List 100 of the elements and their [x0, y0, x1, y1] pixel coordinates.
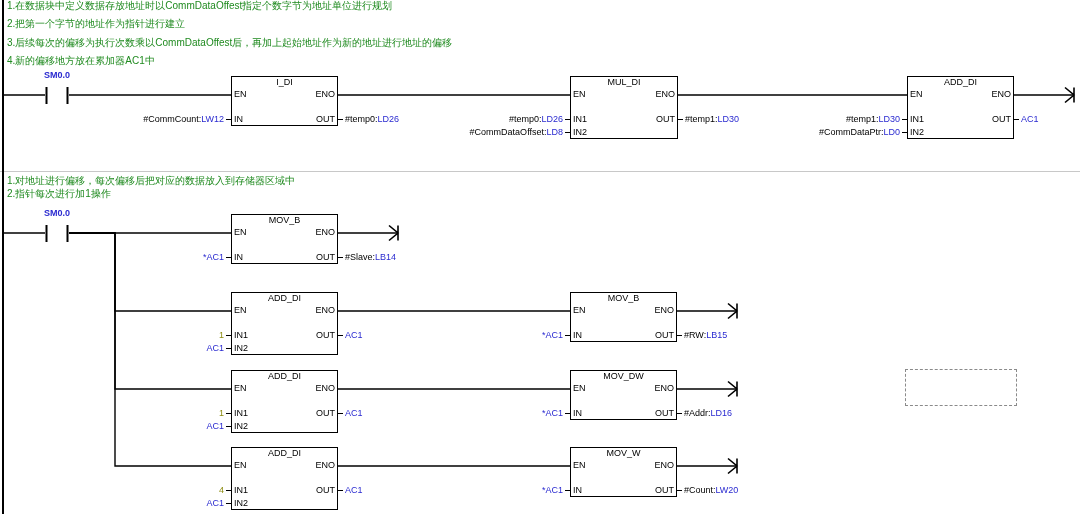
function-block	[907, 76, 1014, 139]
operand-label: *AC1	[542, 485, 570, 496]
pin-label: EN	[573, 383, 586, 394]
pin-label: ENO	[991, 89, 1011, 100]
operand-label: #Addr:LD16	[677, 408, 733, 419]
block-title: MOV_DW	[602, 371, 645, 382]
pin-label: OUT	[655, 485, 674, 496]
function-block	[231, 214, 338, 264]
operand-label: #RW:LB15	[677, 330, 728, 341]
pin-label: EN	[234, 460, 247, 471]
pin-label: OUT	[655, 408, 674, 419]
function-block	[570, 370, 677, 420]
pin-label: IN2	[234, 498, 248, 509]
pin-label: ENO	[654, 305, 674, 316]
network-comment: 3.后续每次的偏移为执行次数乘以CommDataOffest后，再加上起始地址作为新的地址进行地址的偏移	[7, 37, 453, 49]
function-block	[231, 292, 338, 355]
network-comment: 4.新的偏移地方放在累加器AC1中	[7, 55, 155, 67]
operand-label: *AC1	[203, 252, 231, 263]
wire	[676, 457, 738, 475]
function-block	[231, 370, 338, 433]
block-title: ADD_DI	[267, 371, 302, 382]
pin-label: OUT	[316, 485, 335, 496]
operand-label: #temp0:LD26	[338, 114, 400, 125]
operand-label: #temp1:LD30	[845, 114, 907, 125]
operand-label: 1	[219, 330, 231, 341]
pin-label: IN1	[234, 408, 248, 419]
pin-label: OUT	[992, 114, 1011, 125]
pin-label: EN	[573, 89, 586, 100]
operand-label: AC1	[206, 343, 231, 354]
operand-label: AC1	[338, 485, 363, 496]
pin-label: EN	[234, 383, 247, 394]
block-title: MOV_B	[606, 293, 641, 304]
operand-label: #temp0:LD26	[508, 114, 570, 125]
block-title: MOV_W	[605, 448, 642, 459]
pin-label: ENO	[315, 460, 335, 471]
block-title: MOV_B	[267, 215, 302, 226]
pin-label: IN1	[234, 485, 248, 496]
pin-label: EN	[234, 89, 247, 100]
pin-label: IN	[573, 408, 582, 419]
pin-label: OUT	[655, 330, 674, 341]
pin-label: IN	[573, 330, 582, 341]
pin-label: EN	[234, 305, 247, 316]
pin-label: ENO	[654, 383, 674, 394]
network-comment: 1.对地址进行偏移，每次偏移后把对应的数据放入到存储器区域中	[7, 175, 296, 187]
block-title: ADD_DI	[267, 293, 302, 304]
operand-label: *AC1	[542, 408, 570, 419]
pin-label: EN	[910, 89, 923, 100]
wire	[676, 380, 738, 398]
operand-label: #CommDataPtr:LD0	[818, 127, 907, 138]
pin-label: IN1	[910, 114, 924, 125]
pin-label: OUT	[316, 330, 335, 341]
pin-label: ENO	[315, 227, 335, 238]
block-title: MUL_DI	[606, 77, 642, 88]
pin-label: IN	[234, 252, 243, 263]
contact-address: SM0.0	[43, 208, 71, 219]
wire	[2, 232, 46, 234]
pin-label: ENO	[654, 460, 674, 471]
operand-label: #CommDataOffset:LD8	[469, 127, 570, 138]
pin-label: IN2	[910, 127, 924, 138]
wire	[337, 310, 571, 312]
wire	[337, 224, 399, 242]
wire	[337, 465, 571, 467]
operand-label: *AC1	[542, 330, 570, 341]
operand-label: #Slave:LB14	[338, 252, 397, 263]
pin-label: OUT	[316, 252, 335, 263]
function-block	[570, 447, 677, 497]
pin-label: IN2	[234, 421, 248, 432]
operand-label: AC1	[206, 498, 231, 509]
pin-label: IN2	[234, 343, 248, 354]
function-block	[231, 76, 338, 126]
wire	[68, 94, 232, 96]
block-title: ADD_DI	[267, 448, 302, 459]
wire	[676, 302, 738, 320]
function-block	[231, 447, 338, 510]
operand-label: 4	[219, 485, 231, 496]
operand-label: AC1	[1014, 114, 1039, 125]
pin-label: IN1	[234, 330, 248, 341]
pin-label: EN	[573, 305, 586, 316]
pin-label: IN2	[573, 127, 587, 138]
pin-label: OUT	[316, 114, 335, 125]
pin-label: IN	[234, 114, 243, 125]
dashed-frame	[905, 369, 1017, 406]
pin-label: EN	[573, 460, 586, 471]
operand-label: AC1	[338, 408, 363, 419]
block-title: ADD_DI	[943, 77, 978, 88]
network-comment: 2.把第一个字节的地址作为指针进行建立	[7, 18, 186, 30]
pin-label: ENO	[315, 305, 335, 316]
wire	[337, 388, 571, 390]
pin-label: ENO	[315, 89, 335, 100]
wire	[68, 232, 232, 467]
contact-address: SM0.0	[43, 70, 71, 81]
pin-label: ENO	[315, 383, 335, 394]
operand-label: #Count:LW20	[677, 485, 739, 496]
operand-label: #temp1:LD30	[678, 114, 740, 125]
network-comment: 1.在数据块中定义数据存放地址时以CommDataOffest指定个数字节为地址单位进行规划	[7, 0, 393, 12]
pin-label: OUT	[656, 114, 675, 125]
function-block	[570, 76, 678, 139]
pin-label: EN	[234, 227, 247, 238]
wire	[2, 94, 46, 96]
operand-label: AC1	[206, 421, 231, 432]
